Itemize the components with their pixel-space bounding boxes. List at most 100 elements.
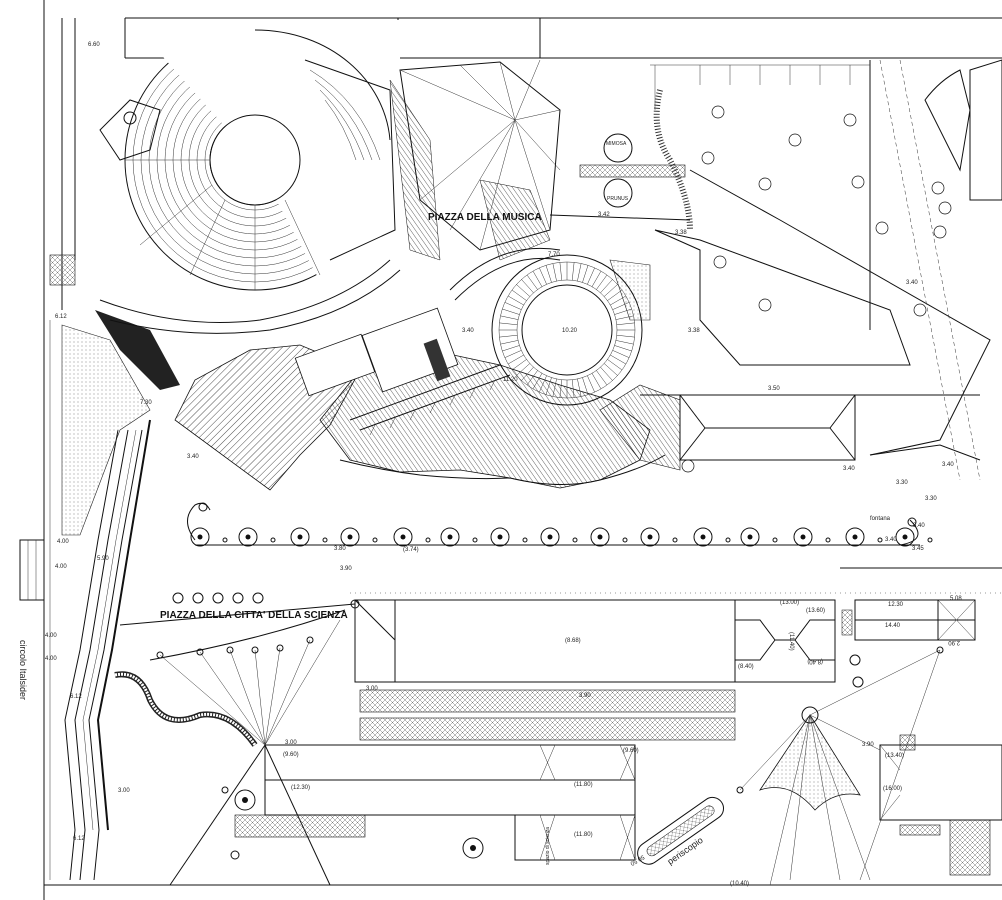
elevation-e24: 3.40 xyxy=(913,523,925,529)
elevation-e26: 3.45 xyxy=(912,546,924,552)
elevation-e32: 12.30 xyxy=(888,602,904,608)
elevation-e5: 4.00 xyxy=(57,539,69,545)
tent-structure xyxy=(736,646,944,886)
elevation-e7: 4.00 xyxy=(45,633,57,639)
garden-tree xyxy=(758,177,772,191)
elevation-e25: 3.40 xyxy=(885,537,897,543)
tree-avenue xyxy=(187,502,1002,594)
elevation-e54: 50.50 xyxy=(628,853,645,866)
elevation-e36: (11.40) xyxy=(788,632,794,651)
elevation-e47: 3.00 xyxy=(118,788,130,794)
prunus-label: PRUNUS xyxy=(607,196,629,202)
elevation-e50: (16.00) xyxy=(883,786,902,792)
avenue-tree xyxy=(590,527,610,547)
garden-tree xyxy=(931,181,945,195)
elevation-e4: 3.40 xyxy=(187,454,199,460)
elevation-e18: 3.50 xyxy=(768,386,780,392)
elevation-e10: 6.12 xyxy=(70,694,82,700)
elevation-e29: 3.90 xyxy=(340,566,352,572)
avenue-tree xyxy=(693,527,713,547)
avenue-tree xyxy=(190,527,210,547)
periscopio xyxy=(637,796,725,865)
elevation-e28: (3.74) xyxy=(403,547,419,553)
garden-tree xyxy=(701,151,715,165)
garden-tree xyxy=(933,225,947,239)
elevation-e13: 7.70 xyxy=(548,252,560,258)
piazza-musica-label: PIAZZA DELLA MUSICA xyxy=(428,212,542,223)
elevation-e21: 3.40 xyxy=(906,280,918,286)
lower-buildings xyxy=(234,599,1002,876)
elevation-e41: 3.00 xyxy=(285,740,297,746)
elevation-e49: (13.40) xyxy=(885,753,904,759)
elevation-e51: 2.90 xyxy=(948,639,960,645)
garden-tree xyxy=(913,303,927,317)
piazza-scienza-label: PIAZZA DELLA CITTA' DELLA SCIENZA xyxy=(160,610,348,621)
avenue-tree xyxy=(793,527,813,547)
labelled-trees xyxy=(603,133,633,208)
elevation-e42: (9.60) xyxy=(283,752,299,758)
exhibit-label: spazio di scienza xyxy=(545,827,551,865)
science-piazza xyxy=(114,592,360,886)
elevation-e52: (10.40) xyxy=(730,881,749,887)
avenue-tree xyxy=(740,527,760,547)
garden-tree xyxy=(938,201,952,215)
avenue-tree xyxy=(640,527,660,547)
elevation-e11: 3.42 xyxy=(598,212,610,218)
elevation-e2: 6.12 xyxy=(55,314,67,320)
elevation-e44: (9.60) xyxy=(623,748,639,754)
lower-trees xyxy=(221,654,864,860)
hatched-roofs xyxy=(174,307,666,491)
garden-strip xyxy=(61,324,151,536)
elevation-e35: (8.68) xyxy=(565,638,581,644)
elevation-e8: 5.90 xyxy=(97,556,109,562)
garden-tree xyxy=(851,175,865,189)
avenue-tree xyxy=(490,527,510,547)
avenue-tree xyxy=(290,527,310,547)
garden-tree xyxy=(711,105,725,119)
fontana-label: fontana xyxy=(870,516,891,522)
elevation-e14: 10.20 xyxy=(562,328,578,334)
garden-trees xyxy=(681,105,952,473)
elevation-e16: 3.38 xyxy=(688,328,700,334)
avenue-tree xyxy=(440,527,460,547)
avenue-tree xyxy=(238,527,258,547)
garden-tree xyxy=(875,221,889,235)
elevation-e3: 7.30 xyxy=(140,400,152,406)
elevation-e6: 4.00 xyxy=(55,564,67,570)
elevation-e39: 3.00 xyxy=(366,686,378,692)
garden-tree xyxy=(758,298,772,312)
elevation-e34: 5.08 xyxy=(950,596,962,602)
elevation-e46: (11.80) xyxy=(574,832,593,838)
avenue-tree xyxy=(845,527,865,547)
elevation-e38: (8.40) xyxy=(807,658,823,664)
elevation-e37: (8.40) xyxy=(738,664,754,670)
elevation-e22: 3.30 xyxy=(896,480,908,486)
elevation-e19: 3.40 xyxy=(843,466,855,472)
elevation-e23: 3.30 xyxy=(925,496,937,502)
elevation-e30: (13.00) xyxy=(780,600,799,606)
street-circolo xyxy=(19,539,45,601)
dark-wedge xyxy=(95,310,180,390)
elevation-e33: 14.40 xyxy=(885,623,901,629)
elevation-e31: (13.60) xyxy=(806,608,825,614)
elevation-e20: 3.40 xyxy=(942,462,954,468)
garden-tree xyxy=(681,459,695,473)
street-label: circolo Italsider xyxy=(18,640,28,700)
elevation-e40: 3.90 xyxy=(579,693,591,699)
elevation-e12: 3.38 xyxy=(675,230,687,236)
mimosa-label: MIMOSA xyxy=(606,141,627,147)
elevation-e45: (11.80) xyxy=(574,782,593,788)
elevation-e48: 3.90 xyxy=(862,742,874,748)
elevation-e17: 11.20 xyxy=(503,377,518,383)
avenue-tree xyxy=(340,527,360,547)
elevation-labels: 6.60 6.12 7.30 3.40 4.00 4.00 4.00 5.90 4.00 6.12… xyxy=(45,42,962,887)
elevation-e9: 4.00 xyxy=(45,656,57,662)
star-canopy xyxy=(389,59,561,261)
elevation-e27: 3.80 xyxy=(334,546,346,552)
elevation-e1: 6.60 xyxy=(88,42,100,48)
garden-tree xyxy=(713,255,727,269)
left-walkway xyxy=(64,419,151,881)
avenue-tree xyxy=(895,527,915,547)
avenue-tree xyxy=(540,527,560,547)
